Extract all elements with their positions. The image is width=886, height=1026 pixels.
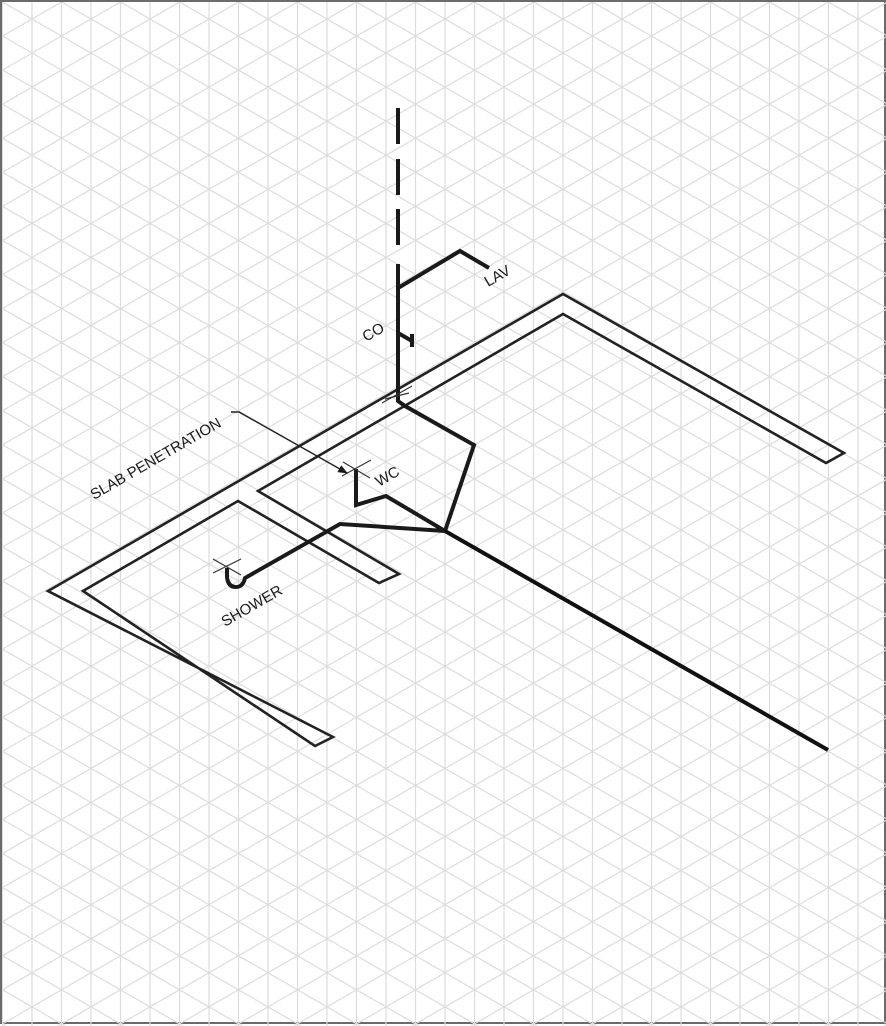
slab-penetration-leader	[231, 412, 347, 473]
cleanout-icon	[398, 333, 412, 347]
building-drain	[445, 531, 828, 750]
shower-branch	[227, 524, 445, 587]
